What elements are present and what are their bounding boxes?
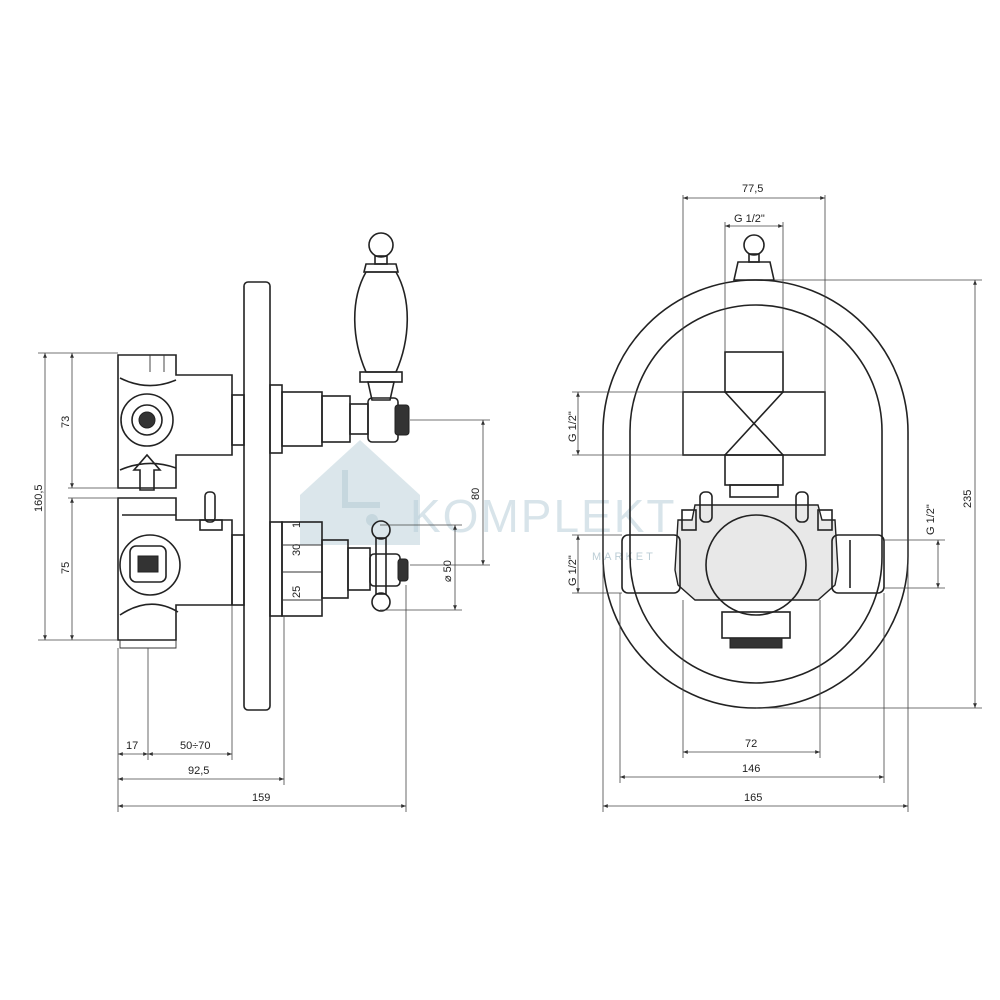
side-view: 30 1 25 160,5 73 75 80 ⌀ 50 17 50÷70 [33, 232, 490, 812]
upper-outlet-ring [120, 393, 174, 447]
lower-outlet-ring [119, 534, 181, 596]
dim-thread-left-lower: G 1/2" [567, 555, 579, 586]
dim-146: 146 [742, 763, 760, 775]
cross-knob [371, 520, 391, 612]
dim-77-5: 77,5 [742, 183, 763, 195]
dim-knob-diameter: ⌀ 50 [442, 560, 454, 582]
thermo-body [621, 491, 885, 649]
flow-arrow-icon [132, 453, 162, 491]
top-handle-tip [733, 234, 775, 281]
dim-72: 72 [745, 738, 757, 750]
dim-thread-left-upper: G 1/2" [567, 411, 579, 442]
upper-body [117, 354, 233, 489]
dim-range: 50÷70 [180, 740, 211, 752]
oval-cover-inner [629, 304, 883, 684]
scale-label-1: 1 [291, 522, 303, 528]
wall-plate [243, 281, 271, 711]
dim-thread-top: G 1/2" [734, 213, 765, 225]
dim-handle-offset: 80 [470, 488, 482, 500]
dim-upper-height: 73 [60, 416, 72, 428]
watermark: KOMPLEKT MARKET [300, 440, 675, 563]
scale-label-30: 30 [291, 544, 303, 556]
house-logo-icon [300, 440, 420, 545]
scale-label-25: 25 [291, 586, 303, 598]
lower-outlet-square [129, 545, 167, 583]
dim-92-5: 92,5 [188, 765, 209, 777]
dim-thread-right: G 1/2" [925, 504, 937, 535]
front-view: 77,5 G 1/2" G 1/2" G 1/2" G 1/2" 235 72 … [567, 183, 982, 812]
dim-165: 165 [744, 792, 762, 804]
lever-handle [353, 232, 409, 401]
dim-17: 17 [126, 740, 138, 752]
dim-lower-height: 75 [60, 562, 72, 574]
upper-outlet-inner [131, 404, 163, 436]
cross-fitting [682, 351, 826, 498]
dim-235: 235 [962, 490, 974, 508]
watermark-sub: MARKET [592, 551, 656, 563]
dim-total-height: 160,5 [33, 484, 45, 512]
dim-159: 159 [252, 792, 270, 804]
